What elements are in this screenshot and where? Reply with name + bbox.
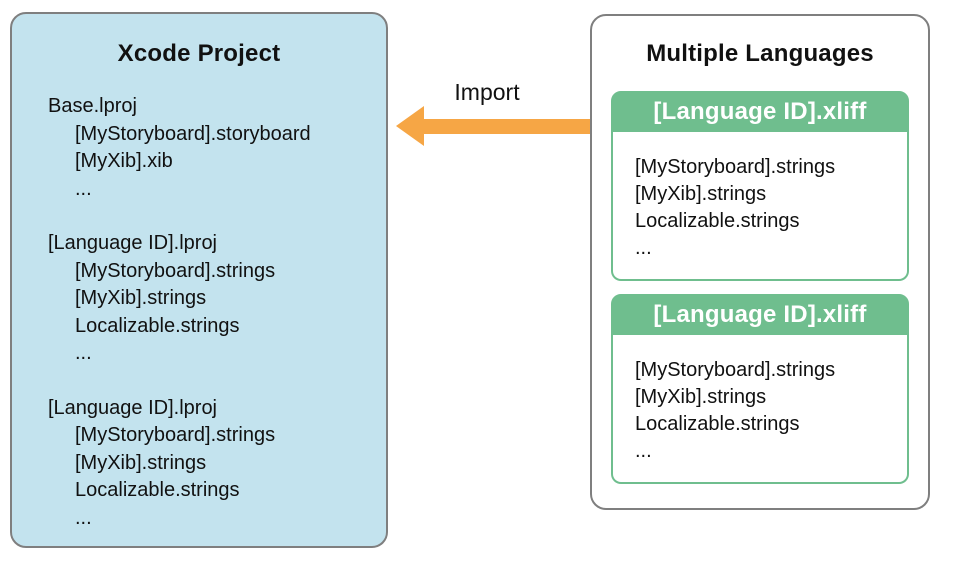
tree-item-ellipsis: ...: [75, 177, 92, 200]
xliff-card-header: [Language ID].xliff: [611, 294, 909, 335]
tree-item-ellipsis: ...: [75, 506, 92, 529]
group-header: [Language ID].lproj: [48, 396, 218, 419]
xliff-file-item: [MyXib].strings: [635, 386, 767, 408]
xliff-file-item: [MyStoryboard].strings: [635, 156, 836, 178]
xliff-file-item: [MyStoryboard].strings: [635, 359, 836, 381]
xliff-file-item-ellipsis: ...: [635, 440, 652, 462]
tree-item: [MyXib].xib: [75, 150, 173, 172]
xcode-file-tree: Base.lproj [MyStoryboard].storyboard [My…: [48, 93, 386, 532]
tree-item: Localizable.strings: [75, 314, 240, 337]
tree-item: Localizable.strings: [75, 479, 240, 501]
left-arrow-icon: [396, 106, 424, 146]
xliff-file-item: [MyXib].strings: [635, 183, 767, 205]
xliff-card-2: [Language ID].xliff [MyStoryboard].strin…: [611, 294, 909, 484]
xliff-card-header: [Language ID].xliff: [611, 91, 909, 132]
xliff-file-item-ellipsis: ...: [635, 237, 652, 259]
tree-item: [MyXib].strings: [75, 287, 207, 309]
xcode-project-title: Xcode Project: [117, 40, 281, 67]
group-header: [Language ID].lproj: [48, 232, 218, 254]
tree-item: [MyXib].strings: [75, 451, 207, 474]
group-header: Base.lproj: [48, 95, 137, 117]
tree-item: [MyStoryboard].strings: [75, 424, 276, 446]
tree-item: [MyStoryboard].strings: [75, 259, 276, 282]
tree-item-ellipsis: ...: [75, 342, 92, 364]
xliff-card-body: [MyStoryboard].strings [MyXib].strings L…: [611, 335, 909, 484]
import-label: Import: [454, 79, 520, 105]
multiple-languages-title: Multiple Languages: [646, 40, 874, 67]
xliff-file-item: Localizable.strings: [635, 210, 800, 232]
tree-group-language-lproj-2: [Language ID].lproj [MyStoryboard].strin…: [48, 395, 386, 533]
multiple-languages-panel: Multiple Languages [Language ID].xliff […: [590, 14, 930, 510]
xliff-card-body: [MyStoryboard].strings [MyXib].strings L…: [611, 132, 909, 281]
tree-item: [MyStoryboard].storyboard: [75, 122, 311, 145]
import-arrow-shaft: [423, 119, 590, 134]
tree-group-base-lproj: Base.lproj [MyStoryboard].storyboard [My…: [48, 93, 386, 203]
xliff-card-1: [Language ID].xliff [MyStoryboard].strin…: [611, 91, 909, 281]
tree-group-language-lproj-1: [Language ID].lproj [MyStoryboard].strin…: [48, 230, 386, 368]
xliff-file-item: Localizable.strings: [635, 413, 800, 435]
xcode-project-panel: Xcode Project Base.lproj [MyStoryboard].…: [10, 12, 388, 548]
